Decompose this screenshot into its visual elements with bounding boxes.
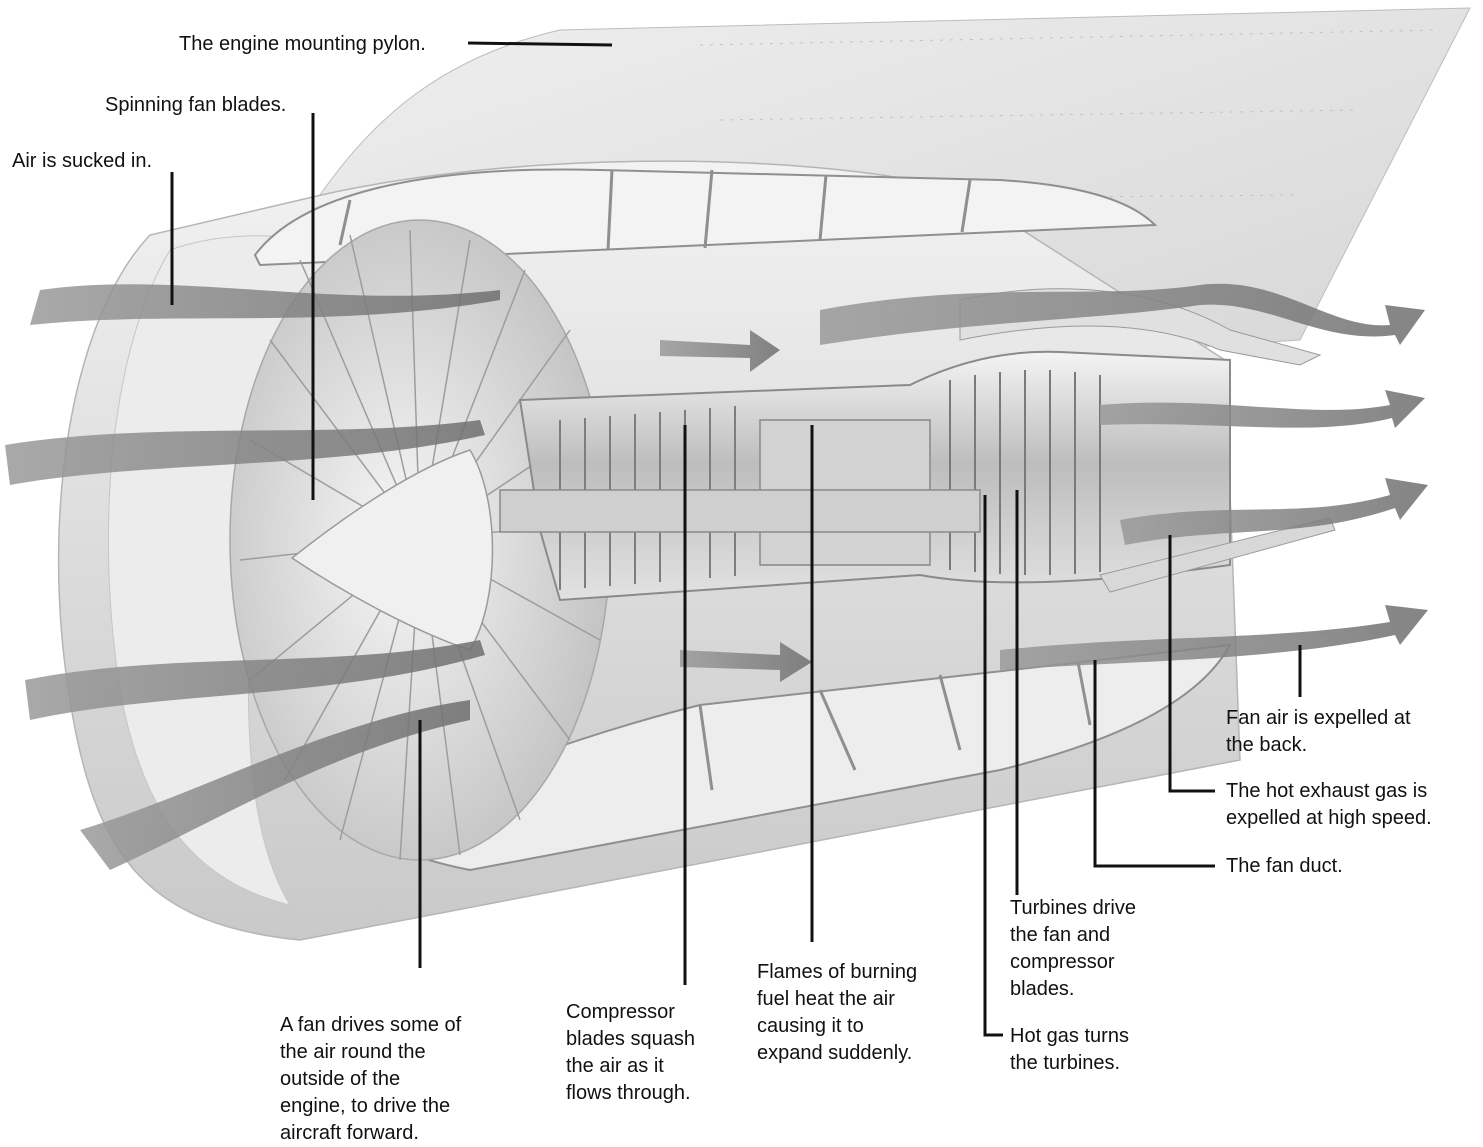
label-pylon: The engine mounting pylon. [179,31,426,58]
label-fan-air-expelled: Fan air is expelled at the back. [1226,705,1411,759]
label-fan-duct: The fan duct. [1226,853,1343,880]
label-hot-gas-turns: Hot gas turns the turbines. [1010,1023,1129,1077]
main-shaft [500,490,980,532]
label-turbines-drive: Turbines drive the fan and compressor bl… [1010,895,1136,1003]
label-fan-drives: A fan drives some of the air round the o… [280,1012,461,1147]
leader-pylon [468,43,612,45]
label-fan-blades: Spinning fan blades. [105,92,286,119]
label-hot-exhaust: The hot exhaust gas is expelled at high … [1226,778,1432,832]
label-air-in: Air is sucked in. [12,148,152,175]
label-compressor: Compressor blades squash the air as it f… [566,999,695,1107]
label-flames: Flames of burning fuel heat the air caus… [757,959,917,1067]
